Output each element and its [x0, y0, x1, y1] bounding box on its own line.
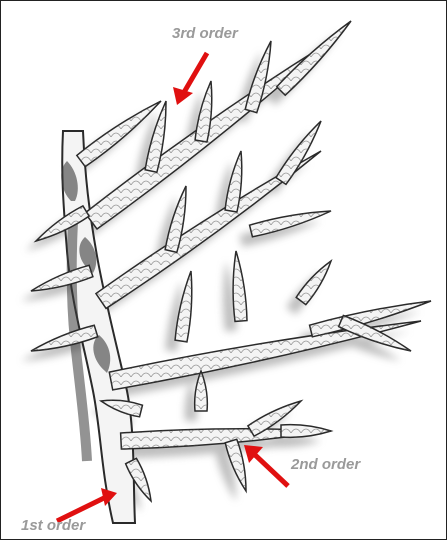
third-order-branchlet-scales — [281, 425, 331, 438]
label-third-order: 3rd order — [172, 25, 238, 42]
arrow-second-order — [244, 445, 288, 486]
third-order-branchlet-scales — [276, 121, 321, 184]
third-order-branchlet-scales — [277, 21, 351, 95]
third-order-branchlet-scales — [233, 251, 247, 321]
arrow-third-order — [173, 53, 207, 105]
label-second-order: 2nd order — [291, 456, 360, 473]
label-first-order: 1st order — [21, 517, 85, 534]
third-order-branchlet-scales — [296, 261, 331, 305]
